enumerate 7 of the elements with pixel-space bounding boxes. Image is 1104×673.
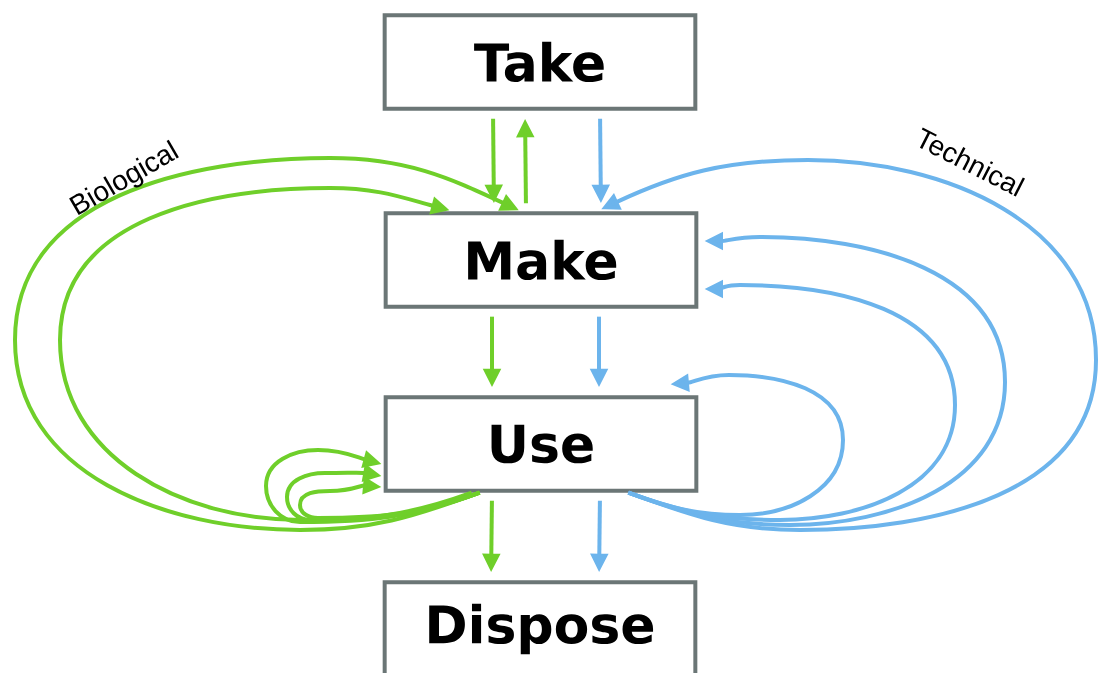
process-box: Dispose bbox=[382, 580, 698, 673]
process-box: Take bbox=[382, 13, 698, 111]
arrow bbox=[298, 476, 481, 520]
process-box: Use bbox=[383, 395, 699, 493]
process-box: Make bbox=[383, 211, 699, 309]
arrow bbox=[627, 373, 845, 517]
arrow bbox=[58, 186, 473, 522]
